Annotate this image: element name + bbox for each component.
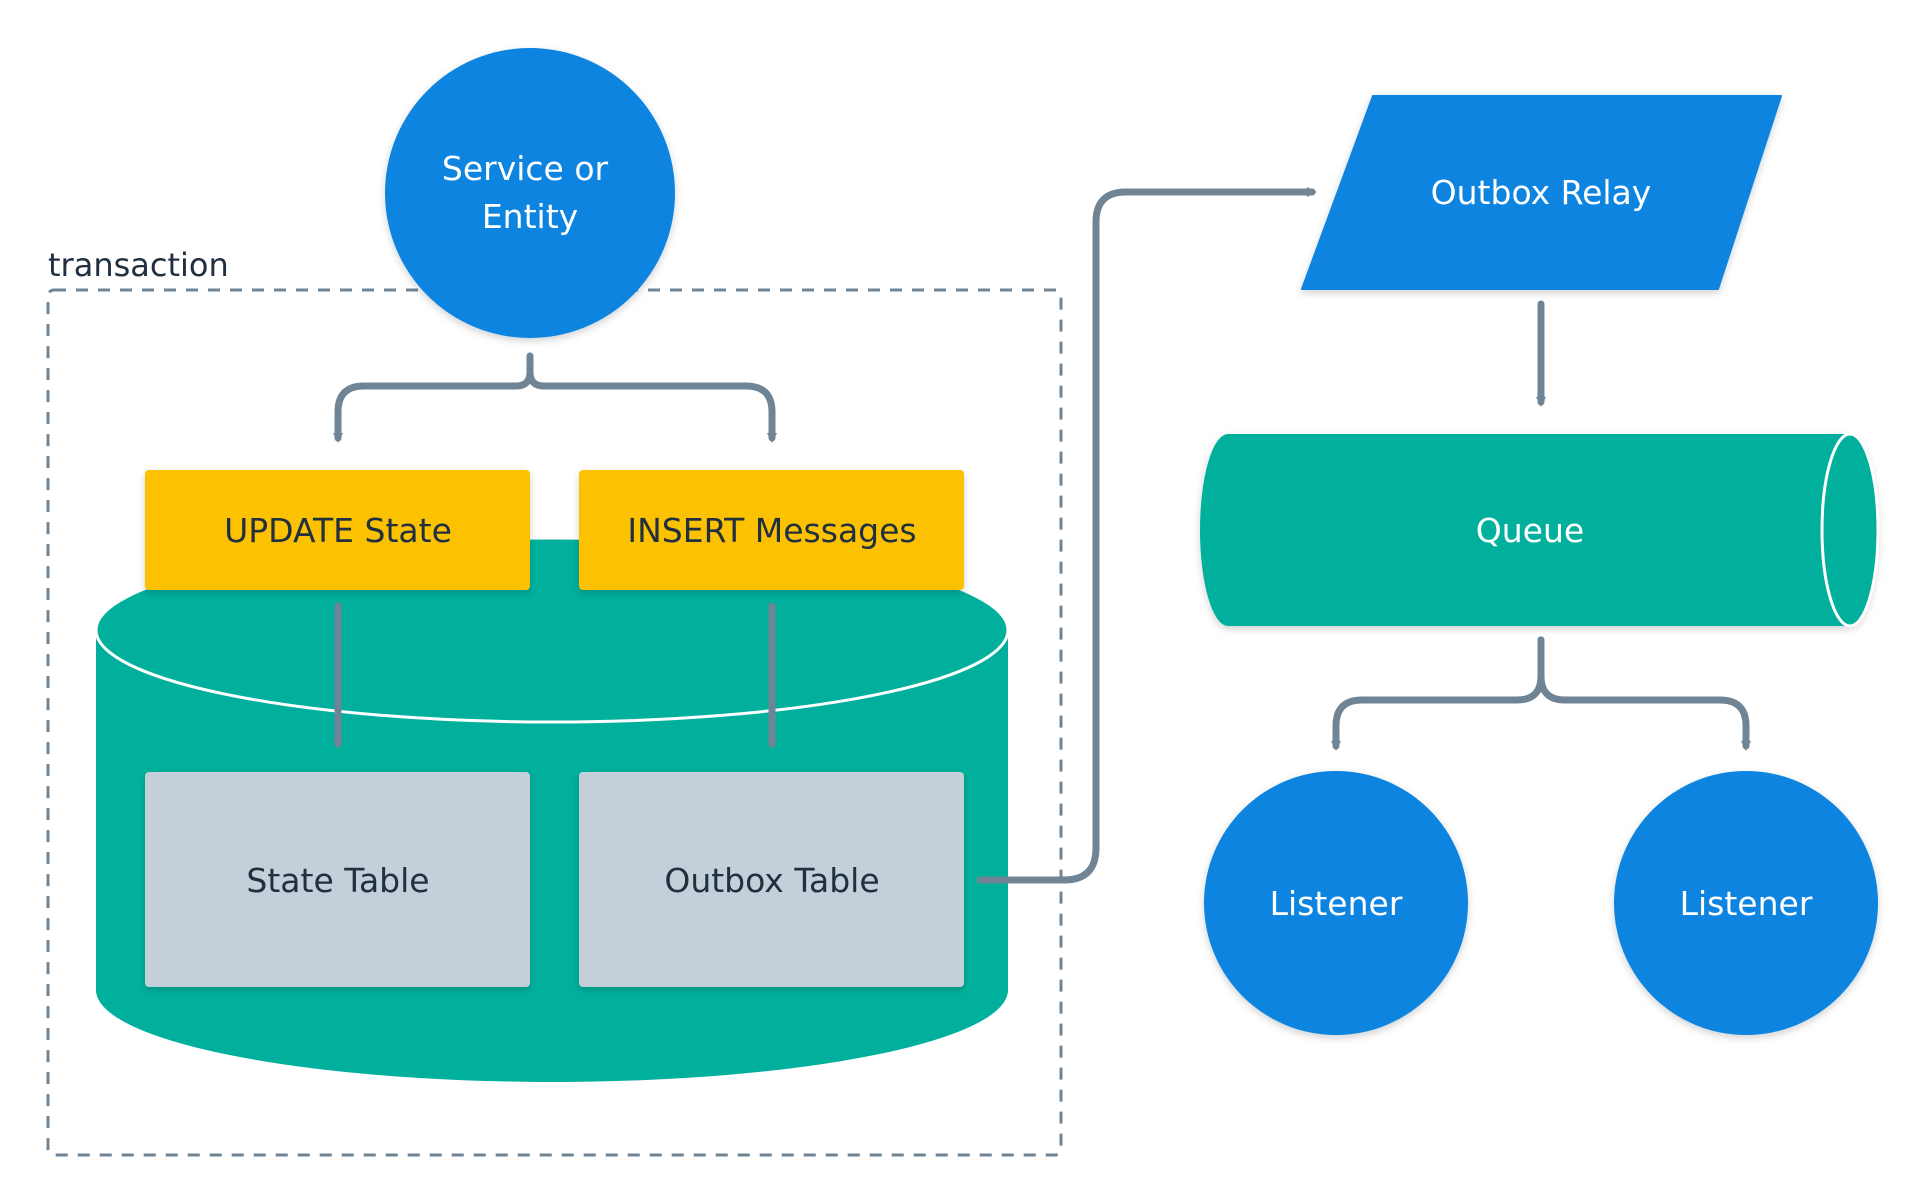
service-entity-node: Service or Entity (385, 48, 675, 338)
box-to-table-arrows (333, 602, 777, 749)
outbox-table-to-relay-arrow (976, 187, 1317, 884)
insert-messages-box: INSERT Messages (579, 470, 964, 590)
service-split-arrows (333, 352, 777, 443)
outbox-table-label: Outbox Table (664, 861, 879, 900)
outbox-relay-label: Outbox Relay (1431, 173, 1652, 212)
queue-label: Queue (1476, 511, 1584, 550)
service-entity-label-line2: Entity (482, 197, 578, 236)
queue-node: Queue (1200, 432, 1880, 628)
transaction-boundary (46, 288, 1063, 1157)
listener-left-node: Listener (1204, 771, 1468, 1035)
outbox-relay-node: Outbox Relay (1301, 95, 1782, 290)
queue-split-arrows (1331, 636, 1751, 751)
service-entity-label-line1: Service or (442, 149, 609, 188)
state-table-box: State Table (145, 772, 530, 987)
update-state-box: UPDATE State (145, 470, 530, 590)
state-table-label: State Table (246, 861, 429, 900)
outbox-table-box: Outbox Table (579, 772, 964, 987)
insert-messages-label: INSERT Messages (627, 511, 916, 550)
update-state-label: UPDATE State (224, 511, 452, 550)
listener-right-node: Listener (1614, 771, 1878, 1035)
transaction-label: transaction (48, 246, 229, 284)
listener-left-label: Listener (1270, 884, 1403, 923)
listener-right-label: Listener (1680, 884, 1813, 923)
